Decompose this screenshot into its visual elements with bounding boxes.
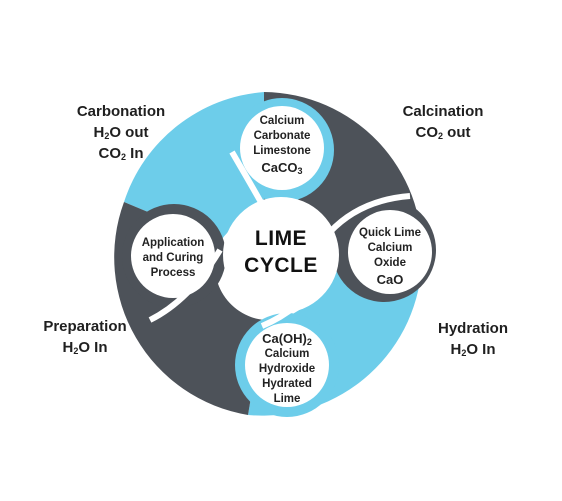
stage-line: Carbonate — [253, 130, 311, 142]
formula-sub: 3 — [297, 166, 303, 176]
process-line: H2O out — [66, 122, 176, 143]
center-circle — [223, 197, 339, 313]
stage-circle-calcium-hydroxide — [245, 323, 329, 407]
label-carbonation: Carbonation H2O out CO2 In — [66, 101, 176, 164]
stage-line: Hydrated — [262, 378, 312, 390]
formula-sub: 2 — [306, 337, 312, 347]
formula-cao: CaO — [376, 272, 404, 287]
center-title: LIME CYCLE — [231, 225, 331, 279]
process-title: Calcination — [402, 103, 484, 120]
stage-line: Calcium — [264, 348, 310, 360]
text-part: H — [450, 341, 462, 358]
stage-circle-application — [131, 214, 215, 298]
text-sub: 2 — [437, 131, 443, 141]
label-hydration: Hydration H2O In — [418, 318, 528, 360]
text-sub: 2 — [104, 131, 110, 141]
text-part: CO — [98, 145, 121, 162]
formula-caco3: CaCO3 — [240, 159, 324, 176]
stage-circle-calcium-carbonate — [240, 106, 324, 190]
center-title-line1: LIME — [254, 227, 308, 250]
stage-line: Lime — [273, 393, 301, 405]
stage-line: Oxide — [374, 257, 406, 269]
stage-quick-lime: Quick Lime Calcium Oxide CaO — [348, 226, 432, 288]
stage-line: Application — [141, 237, 205, 249]
stage-line: and Curing — [142, 252, 204, 264]
stage-line: Quick Lime — [359, 227, 421, 239]
stage-line: Calcium — [367, 242, 413, 254]
process-title: Carbonation — [76, 103, 166, 120]
text-part: CO — [415, 124, 438, 141]
text-part: In — [126, 145, 144, 162]
stage-line: Process — [150, 267, 196, 279]
segment-carbonation — [124, 92, 264, 242]
process-line: H2O In — [30, 337, 140, 358]
text-part: O In — [78, 339, 108, 356]
formula-base: CaCO — [261, 160, 298, 175]
text-part: H — [93, 124, 105, 141]
process-line: CO2 In — [66, 143, 176, 164]
text-sub: 2 — [461, 348, 467, 358]
text-sub: 2 — [120, 152, 126, 162]
label-calcination: Calcination CO2 out — [388, 101, 498, 143]
stage-line: Hydroxide — [258, 363, 316, 375]
stage-application: Application and Curing Process — [131, 236, 215, 281]
stage-line: Limestone — [253, 145, 311, 157]
text-part: out — [443, 124, 471, 141]
process-title: Hydration — [437, 320, 508, 337]
stage-calcium-carbonate: Calcium Carbonate Limestone CaCO3 — [240, 114, 324, 176]
label-preparation: Preparation H2O In — [30, 316, 140, 358]
process-line: CO2 out — [388, 122, 498, 143]
process-title: Preparation — [43, 318, 127, 335]
stage-calcium-hydroxide: Ca(OH)2 Calcium Hydroxide Hydrated Lime — [245, 330, 329, 407]
stage-line: Calcium — [259, 115, 305, 127]
stage-circle-quick-lime — [348, 210, 432, 294]
process-line: H2O In — [418, 339, 528, 360]
gap-line — [327, 193, 411, 235]
text-part: H — [62, 339, 74, 356]
text-part: O out — [109, 124, 149, 141]
center-title-line2: CYCLE — [244, 254, 318, 277]
formula-base: Ca(OH) — [262, 331, 307, 346]
formula-caoh2: Ca(OH)2 — [245, 330, 329, 347]
text-part: O In — [466, 341, 496, 358]
text-sub: 2 — [73, 346, 79, 356]
